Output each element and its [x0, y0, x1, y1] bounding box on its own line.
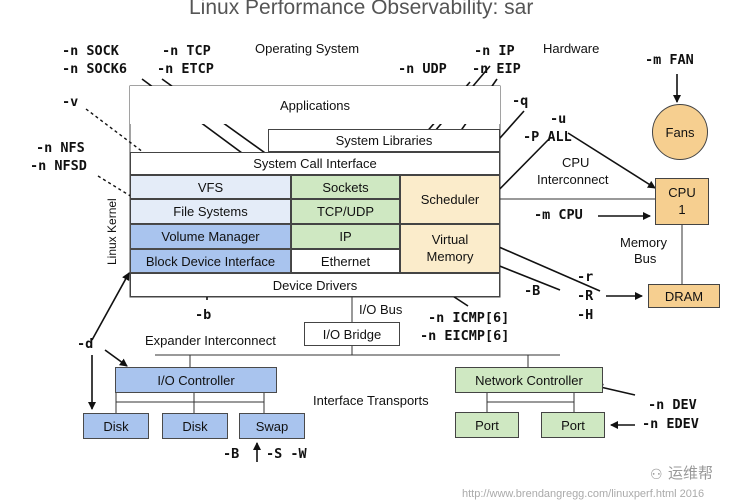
flag-etcp: -n ETCP [157, 61, 214, 77]
port2-block: Port [541, 412, 605, 438]
flag-eicmp: -n EICMP[6] [420, 328, 510, 344]
flag-udp: -n UDP [398, 61, 447, 77]
flag-sock: -n SOCK [62, 43, 119, 59]
io-controller-block: I/O Controller [115, 367, 277, 393]
flag-icmp: -n ICMP[6] [428, 310, 510, 326]
flag-m-cpu: -m CPU [534, 207, 583, 223]
applications-block: Applications [130, 86, 500, 124]
sockets-label: Sockets [322, 179, 369, 195]
flag-edev: -n EDEV [642, 416, 699, 432]
volume-manager-label: Volume Manager [161, 229, 260, 244]
file-systems-block: File Systems [130, 199, 291, 224]
flag-H: -H [577, 307, 594, 323]
ip-label: IP [339, 229, 352, 244]
os-label: Operating System [255, 41, 360, 56]
device-drivers-block: Device Drivers [130, 273, 500, 297]
sockets-block: Sockets [291, 175, 400, 199]
port1-label: Port [475, 417, 499, 433]
cpu-interconnect-label-1: CPU [562, 155, 590, 170]
flag-dev: -n DEV [648, 397, 697, 413]
system-libraries-label: System Libraries [335, 133, 433, 148]
scheduler-block: Scheduler [400, 175, 500, 224]
arrow-r-vm [482, 239, 601, 292]
expander-label: Expander Interconnect [145, 333, 276, 348]
fans-label: Fans [665, 124, 695, 140]
arrow-d-block [91, 272, 130, 341]
dram-block: DRAM [648, 284, 720, 308]
flag-b: -b [195, 307, 212, 323]
volume-manager-block: Volume Manager [130, 224, 291, 249]
flag-bsw-b: -B [223, 446, 240, 462]
applications-label: Applications [279, 97, 351, 113]
arrow-d-ioc [104, 349, 128, 367]
ip-block: IP [291, 224, 400, 249]
flag-R: -R [577, 288, 594, 304]
cpu-label: CPU [668, 184, 696, 200]
watermark-icon: ⚇ [650, 466, 663, 482]
memory-bus-label-2: Bus [634, 251, 657, 266]
vfs-block: VFS [130, 175, 291, 199]
flag-nfs: -n NFS [36, 140, 85, 156]
flag-nfsd: -n NFSD [30, 158, 87, 174]
io-bridge-label: I/O Bridge [322, 326, 382, 342]
arrow-u [567, 132, 656, 189]
network-controller-label: Network Controller [475, 372, 583, 388]
syscall-block: System Call Interface [130, 152, 500, 175]
port2-label: Port [561, 417, 585, 433]
flag-v: -v [62, 94, 79, 110]
hardware-label: Hardware [543, 41, 600, 56]
flag-ip: -n IP [474, 43, 515, 59]
flag-r: -r [577, 269, 594, 285]
cpu-interconnect-label-2: Interconnect [537, 172, 609, 187]
disk1-label: Disk [103, 418, 129, 434]
flag-d: -d [77, 336, 94, 352]
flag-m-fan: -m FAN [645, 52, 694, 68]
tcp-udp-label: TCP/UDP [316, 204, 375, 219]
kernel-label: Linux Kernel [105, 198, 119, 265]
flag-tcp: -n TCP [162, 43, 211, 59]
dram-label: DRAM [664, 288, 704, 304]
port1-block: Port [455, 412, 519, 438]
syscall-label: System Call Interface [253, 156, 377, 171]
disk2-label: Disk [182, 418, 208, 434]
virtual-memory-label: Virtual Memory [426, 232, 474, 264]
io-controller-label: I/O Controller [157, 372, 235, 388]
flag-sock6: -n SOCK6 [62, 61, 128, 77]
system-libraries-block: System Libraries [268, 129, 500, 152]
page-title: Linux Performance Observability: sar [189, 0, 534, 19]
watermark-url: http://www.brendangregg.com/linuxperf.ht… [462, 488, 705, 500]
memory-bus-label-1: Memory [620, 235, 667, 250]
flag-u: -u [550, 111, 567, 127]
io-bus-label: I/O Bus [359, 302, 403, 317]
device-drivers-label: Device Drivers [272, 277, 358, 293]
swap-label: Swap [255, 418, 289, 434]
vfs-label: VFS [197, 179, 224, 195]
cpu-number: 1 [678, 201, 686, 217]
ethernet-block: Ethernet [291, 249, 400, 273]
disk2-block: Disk [162, 413, 228, 439]
swap-block: Swap [239, 413, 305, 439]
file-systems-label: File Systems [173, 204, 248, 219]
flag-B: -B [524, 283, 541, 299]
io-bridge-block: I/O Bridge [304, 322, 400, 346]
block-device-label: Block Device Interface [145, 253, 276, 269]
flag-p-all: -P ALL [523, 129, 572, 145]
disk1-block: Disk [83, 413, 149, 439]
flag-q: -q [512, 93, 529, 109]
transports-label: Interface Transports [313, 393, 429, 408]
flag-bsw-sw: -S -W [266, 446, 307, 462]
fans-block: Fans [652, 104, 708, 160]
network-controller-block: Network Controller [455, 367, 603, 393]
scheduler-label: Scheduler [420, 192, 480, 207]
tcp-udp-block: TCP/UDP [291, 199, 400, 224]
virtual-memory-block: Virtual Memory [400, 224, 500, 273]
ethernet-label: Ethernet [320, 253, 371, 269]
watermark-brand: 运维帮 [668, 465, 714, 482]
block-device-block: Block Device Interface [130, 249, 291, 273]
flag-eip: -n EIP [472, 61, 521, 77]
